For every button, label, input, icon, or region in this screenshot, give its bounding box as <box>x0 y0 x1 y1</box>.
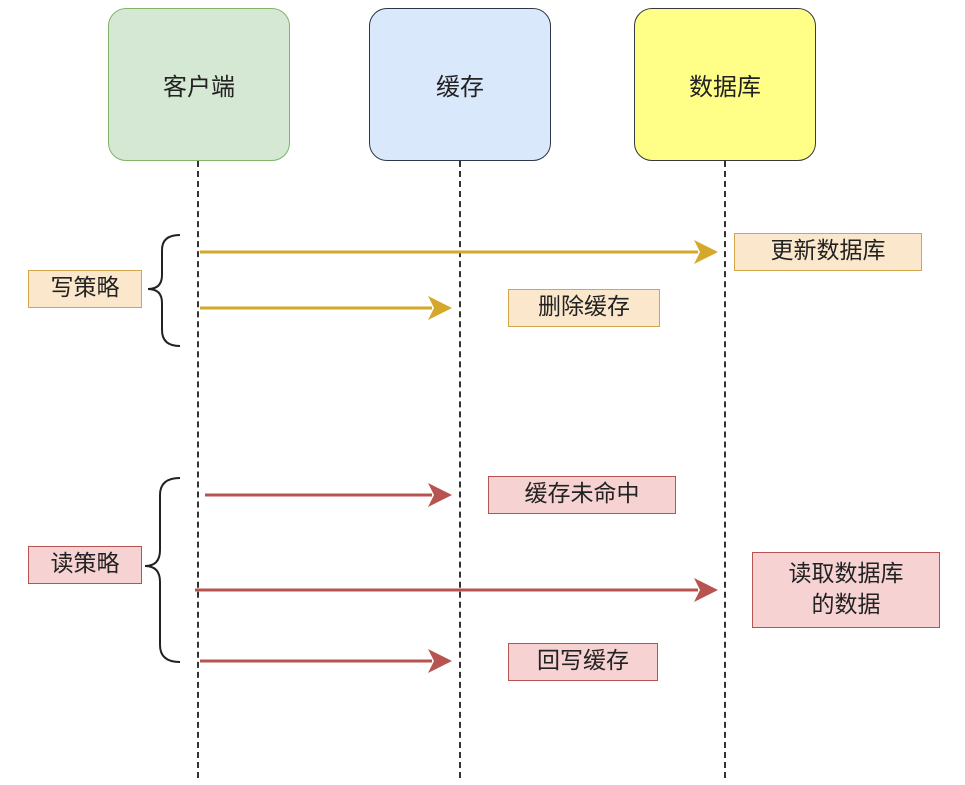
read-strategy-label: 读策略 <box>28 546 142 584</box>
write-strategy-label: 写策略 <box>28 270 142 308</box>
step-write-back-cache: 回写缓存 <box>508 643 658 681</box>
step-delete-cache: 删除缓存 <box>508 289 660 327</box>
arrow-delete-cache <box>200 296 452 320</box>
actor-cache: 缓存 <box>369 8 551 161</box>
write-strategy-brace <box>147 234 181 347</box>
actor-database: 数据库 <box>634 8 816 161</box>
client-lifeline <box>197 161 199 778</box>
actor-client: 客户端 <box>108 8 290 161</box>
arrow-cache-miss <box>205 483 452 507</box>
actor-client-label: 客户端 <box>163 73 235 101</box>
arrow-read-database <box>195 578 718 602</box>
arrow-write-back-cache <box>200 649 452 673</box>
step-cache-miss: 缓存未命中 <box>488 476 676 514</box>
cache-lifeline <box>459 161 461 778</box>
actor-cache-label: 缓存 <box>436 73 484 101</box>
read-strategy-brace <box>144 477 181 663</box>
step-update-database: 更新数据库 <box>734 233 922 271</box>
arrow-update-database <box>200 240 718 264</box>
actor-database-label: 数据库 <box>689 73 761 101</box>
database-lifeline <box>724 161 726 778</box>
step-read-database: 读取数据库 的数据 <box>752 552 940 628</box>
